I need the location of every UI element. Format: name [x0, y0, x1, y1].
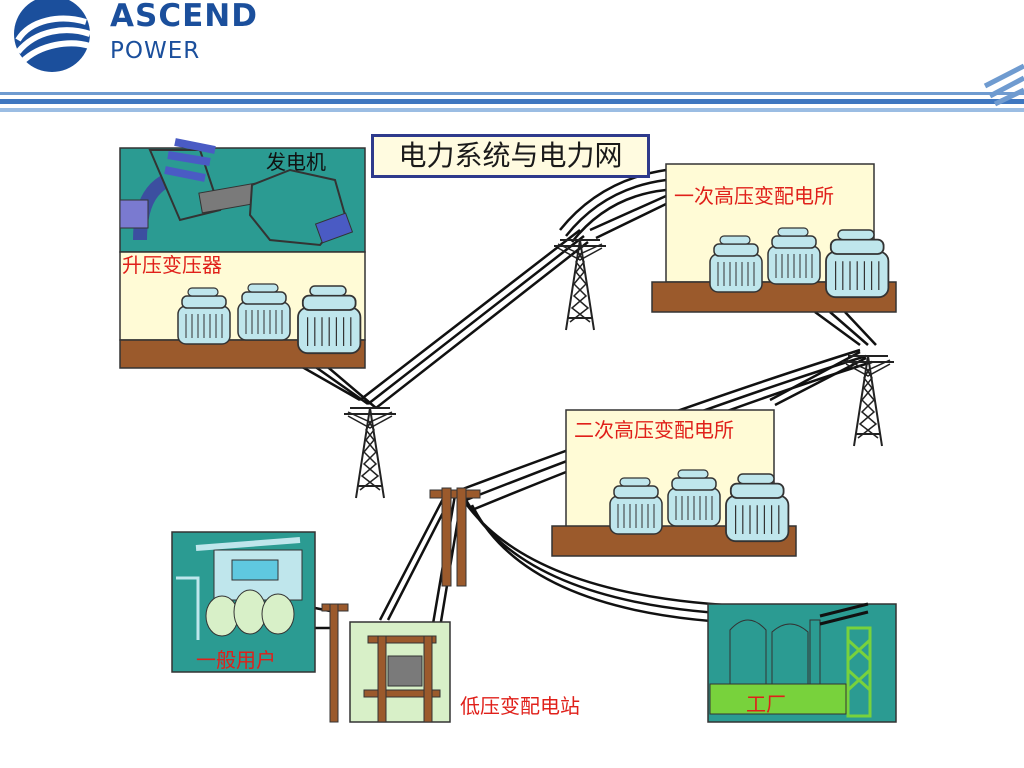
diagram-title: 电力系统与电力网: [371, 134, 650, 178]
primary-substation-label: 一次高压变配电所: [674, 184, 834, 208]
brand-name: ASCEND: [110, 0, 258, 34]
step-up-transformer-panel: [119, 251, 366, 369]
general-users-panel: [171, 531, 316, 673]
step-up-transformer-label: 升压变压器: [122, 253, 222, 277]
secondary-substation-label: 二次高压变配电所: [574, 418, 734, 442]
brand-subname: POWER: [110, 38, 201, 64]
header-rules: [0, 63, 1024, 112]
brand-logo-icon: [14, 0, 91, 72]
transmission-tower: [343, 407, 397, 499]
general-users-label: 一般用户: [196, 648, 276, 672]
generator-label: 发电机: [266, 150, 326, 174]
primary-substation-panel: [651, 163, 897, 313]
low-voltage-station-panel: [349, 621, 451, 723]
secondary-substation-panel: [551, 409, 797, 557]
user-pole: [321, 603, 349, 723]
generator-panel: [119, 138, 366, 253]
factory-panel: [707, 602, 897, 723]
low-voltage-station-label: 低压变配电站: [460, 694, 580, 718]
distribution-pole: [429, 487, 481, 587]
factory-label: 工厂: [746, 692, 786, 716]
